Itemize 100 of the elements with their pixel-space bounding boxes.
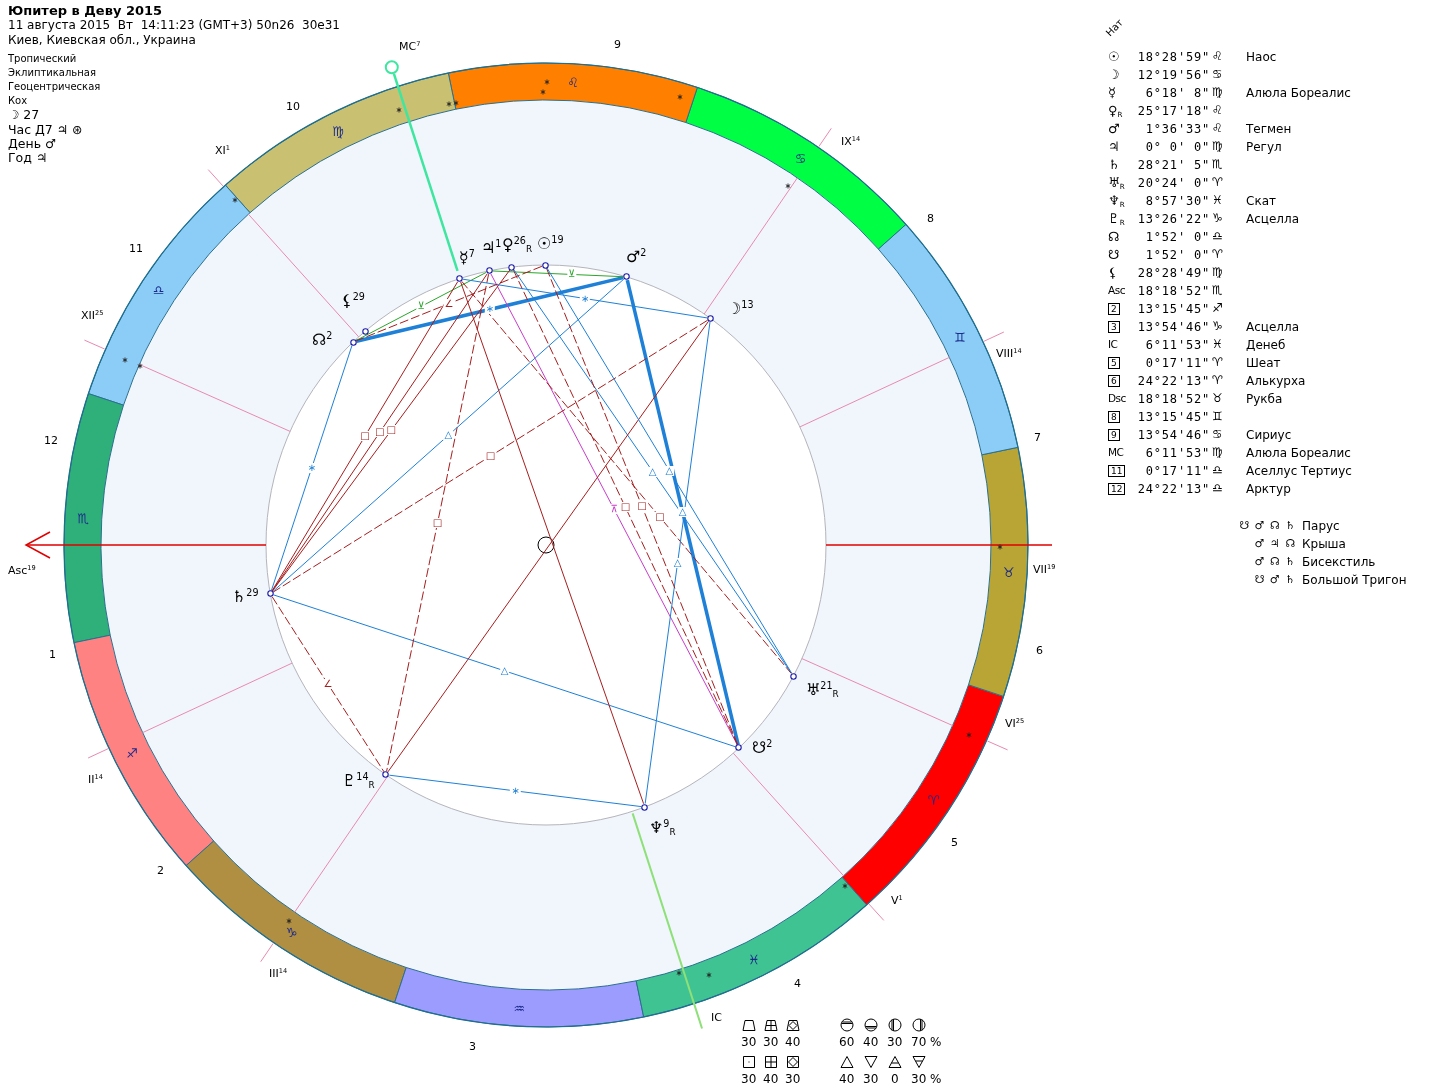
house-cusp-label: V$^{1}$	[891, 894, 903, 908]
zodiac-sign-symbol: ♈	[1212, 175, 1223, 190]
zodiac-sign-symbol: ♑	[285, 925, 298, 939]
fixed-star-name: Алюла Бореалис	[1246, 446, 1351, 461]
planet-point-icon	[735, 744, 743, 752]
zodiac-sign-symbol: ♍	[1212, 265, 1223, 280]
percentage-value: 40	[785, 1035, 801, 1050]
house-cusp-label: XII$^{25}$	[81, 309, 104, 323]
house-number: 9	[614, 38, 621, 52]
configuration-name: Большой Тригон	[1302, 573, 1407, 588]
aspect-symbol: □	[636, 501, 648, 512]
house-cusp-label: VI$^{25}$	[1005, 717, 1025, 731]
point-symbol: IC	[1108, 338, 1118, 351]
fixed-star-name: Наос	[1246, 50, 1277, 65]
aspect-symbol: □	[385, 425, 397, 436]
house-number: 7	[1034, 431, 1041, 445]
planet-point-icon	[456, 275, 463, 283]
aspect-line	[492, 270, 624, 278]
planet-symbol: ☿	[1108, 85, 1116, 101]
house-number: 8	[1108, 411, 1120, 423]
planet-symbol: ♃	[1108, 139, 1120, 155]
aspect-line	[546, 267, 739, 746]
aspect-symbol: △	[672, 557, 683, 568]
fixed-star-name: Тегмен	[1246, 122, 1292, 137]
aspect-line	[386, 273, 490, 772]
house-cusp-label: Asc$^{19}$	[8, 564, 36, 578]
house-cusp-label: IC	[711, 1011, 722, 1025]
position-degrees: 25°17'18"	[1137, 104, 1210, 119]
aspect-line	[644, 321, 711, 804]
zodiac-sign-symbol: ♏	[1212, 283, 1223, 298]
house-number: 10	[286, 100, 300, 114]
zodiac-sign-symbol: ♋	[1212, 67, 1223, 82]
position-degrees: 13°54'46"	[1137, 428, 1210, 443]
zodiac-sign-symbol: ♏	[77, 511, 90, 525]
planet-point-icon	[641, 803, 649, 811]
position-degrees: 13°26'22"	[1137, 212, 1210, 227]
planet-symbol: ☽	[1108, 67, 1120, 83]
zodiac-sign-symbol: ♑	[1212, 319, 1223, 334]
position-degrees: 8°57'30"	[1145, 194, 1210, 209]
planet-point-icon	[707, 314, 714, 322]
percentage-value: 60	[839, 1035, 855, 1050]
aspect-symbol: □	[359, 431, 371, 442]
percentage-value: 30	[863, 1072, 879, 1087]
center-type-text: Геоцентрическая	[8, 81, 101, 93]
planet-point-icon	[266, 590, 274, 598]
aspect-line	[272, 278, 625, 592]
aspect-symbol: ∗	[484, 304, 495, 315]
planet-symbol: ☉	[1108, 49, 1120, 65]
aspect-line	[272, 319, 708, 593]
zodiac-sign-symbol: ♍	[1212, 85, 1223, 100]
aspect-symbol: ⊻	[416, 301, 426, 312]
house-number: 6	[1036, 644, 1043, 658]
planet-point-icon	[622, 273, 630, 281]
house-cusp-label: VIII$^{14}$	[996, 347, 1022, 361]
position-degrees: 6°11'53"	[1145, 446, 1210, 461]
fixed-star-name: Денеб	[1246, 338, 1286, 353]
position-degrees: 1°36'33"	[1145, 122, 1210, 137]
fixed-star-name: Арктур	[1246, 482, 1291, 497]
planet-symbol: ♀$_{R}$	[1108, 103, 1123, 119]
percentage-value: 30	[763, 1035, 779, 1050]
position-degrees: 18°28'59"	[1137, 50, 1210, 65]
planet-point-icon	[508, 263, 516, 271]
point-symbol: MC	[1108, 446, 1124, 459]
planet-label: ♂$^{2}$	[626, 247, 647, 267]
aspect-line	[355, 265, 543, 342]
fixed-star-name: Аселлус Тертиус	[1246, 464, 1352, 479]
zodiac-sign-symbol: ♎	[1212, 229, 1223, 244]
aspect-line	[462, 278, 708, 319]
house-cusp-label: VII$^{19}$	[1033, 563, 1056, 577]
aspect-symbol: □	[484, 451, 497, 462]
zodiac-sign-symbol: ♎	[1212, 481, 1223, 496]
zodiac-sign-symbol: ♉	[1002, 565, 1015, 579]
position-degrees: 12°19'56"	[1137, 68, 1210, 83]
position-degrees: 1°52' 0"	[1145, 230, 1210, 245]
zodiac-sign-symbol: ♌	[566, 75, 579, 89]
planet-point-icon	[541, 261, 549, 269]
aspect-symbol: □	[619, 502, 632, 513]
position-degrees: 13°15'45"	[1137, 410, 1210, 425]
planet-symbol: ♅$_{R}$	[1108, 175, 1125, 191]
house-number: 5	[1108, 357, 1120, 369]
percentage-value: 0	[891, 1072, 899, 1087]
planet-label: ☉$^{19}$	[537, 234, 564, 254]
zodiac-sign-symbol: ♉	[1212, 391, 1223, 406]
aspect-symbol: ⊼	[609, 504, 619, 515]
configuration-name: Парус	[1302, 519, 1340, 534]
zodiac-sign-symbol: ♎	[152, 283, 165, 297]
aspect-symbol: ∗	[579, 293, 591, 304]
zodiac-sign-symbol: ♈	[1212, 373, 1223, 388]
chart-title: Юпитер в Деву 2015	[8, 3, 163, 19]
year-ruler-text: Год ♃	[8, 150, 48, 165]
position-degrees: 13°54'46"	[1137, 320, 1210, 335]
zodiac-sign-symbol: ♈	[927, 793, 940, 807]
zodiac-sign-symbol: ♌	[1212, 103, 1223, 118]
percentage-value: 40	[839, 1072, 855, 1087]
planet-symbol: ♇$_{R}$	[1108, 211, 1125, 227]
fixed-star-name: Алькурха	[1246, 374, 1306, 389]
fixed-star-name: Скат	[1246, 194, 1276, 209]
position-degrees: 18°18'52"	[1137, 284, 1210, 299]
zodiac-sign-symbol: ♏	[1212, 157, 1223, 172]
planet-point-icon	[789, 672, 797, 680]
